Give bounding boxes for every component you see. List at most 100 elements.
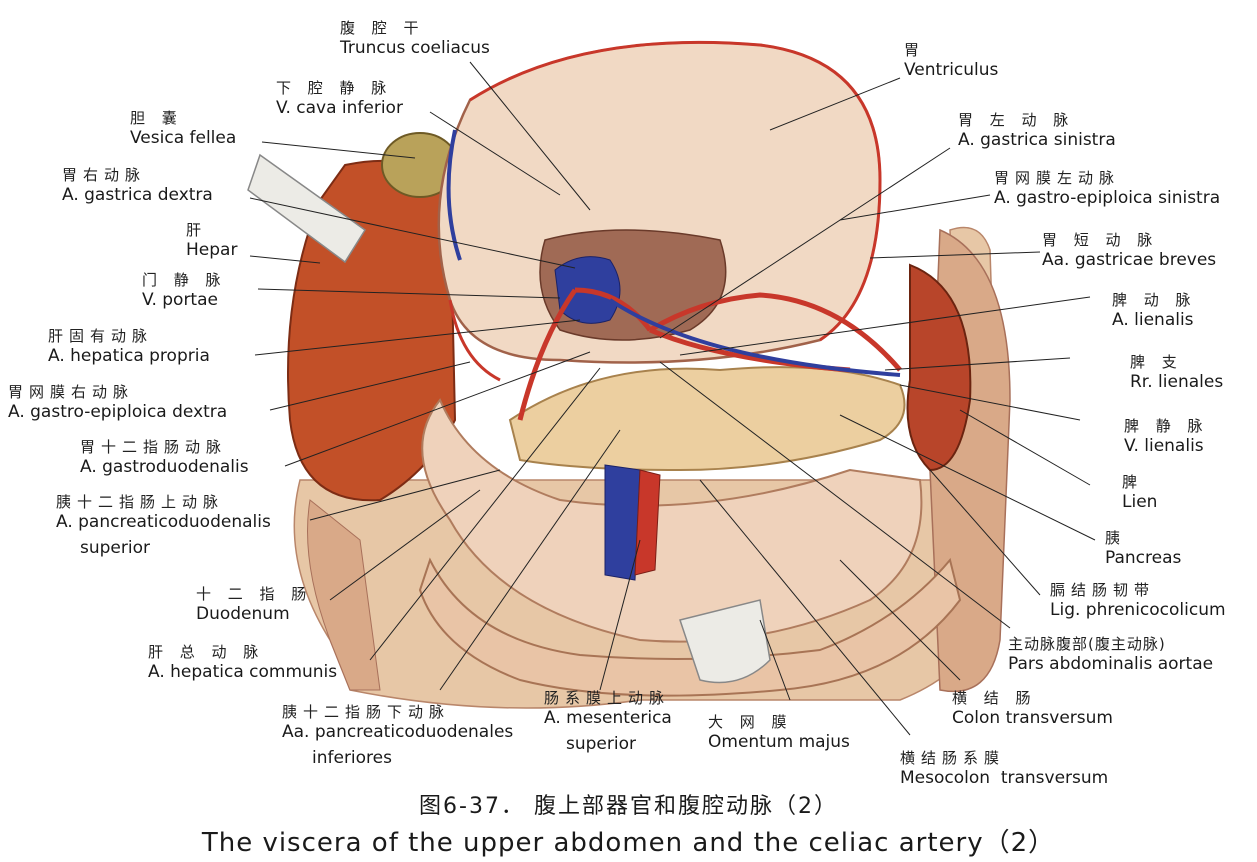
label-la: A. gastro-epiploica dextra	[8, 402, 228, 422]
label-pancreas: 胰 Pancreas	[1105, 528, 1181, 568]
label-la: Duodenum	[196, 604, 290, 624]
label-la: A. gastroduodenalis	[80, 457, 249, 477]
leader-lines	[249, 61, 1096, 736]
label-zh: 胃 左 动 脉	[958, 111, 1075, 129]
label-gastro-epiploica-sinistra: 胃网膜左动脉 A. gastro-epiploica sinistra	[994, 168, 1220, 208]
label-la: A. gastrica sinistra	[958, 130, 1116, 150]
label-zh: 脾 静 脉	[1124, 417, 1209, 435]
small-intestine	[421, 398, 923, 643]
label-la: A. gastro-epiploica sinistra	[994, 188, 1221, 208]
label-zh: 横 结 肠	[952, 689, 1037, 707]
liver-retractor	[247, 153, 367, 264]
label-zh: 主动脉腹部(腹主动脉)	[1008, 635, 1166, 653]
label-la: Colon transversum	[952, 708, 1113, 728]
label-zh: 下 腔 静 脉	[276, 79, 393, 97]
label-hepatica-propria: 肝固有动脉 A. hepatica propria	[48, 326, 210, 366]
label-omentum-majus: 大 网 膜 Omentum majus	[708, 712, 850, 752]
vena-cava	[446, 129, 462, 261]
label-la: Vesica fellea	[130, 128, 237, 148]
label-duodenum: 十 二 指 肠 Duodenum	[196, 584, 312, 624]
label-zh: 胃网膜右动脉	[8, 383, 135, 401]
omentum-retractor	[679, 599, 771, 684]
label-la: Ventriculus	[904, 60, 999, 80]
label-lien: 脾 Lien	[1122, 472, 1157, 512]
label-zh: 腹 腔 干	[340, 19, 425, 37]
label-la: A. pancreaticoduodenalis	[56, 512, 271, 532]
label-zh: 胰十二指肠下动脉	[282, 703, 451, 721]
label-a-lienalis: 脾 动 脉 A. lienalis	[1112, 290, 1197, 330]
label-zh: 胃右动脉	[62, 166, 147, 184]
superior-mesenteric-vessels	[604, 464, 641, 581]
label-gastrica-sinistra: 胃 左 动 脉 A. gastrica sinistra	[958, 110, 1116, 150]
label-zh: 胰	[1105, 529, 1127, 547]
label-zh: 脾 支	[1130, 353, 1183, 371]
label-zh: 肝 总 动 脉	[148, 643, 265, 661]
label-gastro-epiploica-dextra: 胃网膜右动脉 A. gastro-epiploica dextra	[8, 382, 227, 422]
label-zh: 肝	[186, 221, 208, 239]
label-lig-phrenicocolicum: 膈结肠韧带 Lig. phrenicocolicum	[1050, 580, 1226, 620]
label-rr-lienales: 脾 支 Rr. lienales	[1130, 352, 1223, 392]
label-la-line2: inferiores	[312, 748, 392, 768]
label-zh: 肝固有动脉	[48, 327, 154, 345]
label-vena-cava: 下 腔 静 脉 V. cava inferior	[276, 78, 403, 118]
label-zh: 十 二 指 肠	[196, 585, 313, 603]
label-la-line2: superior	[80, 538, 150, 558]
label-zh: 膈结肠韧带	[1050, 581, 1156, 599]
label-la: Pars abdominalis aortae	[1008, 654, 1214, 674]
gastric-arcade-artery	[448, 40, 882, 382]
label-zh: 胃十二指肠动脉	[80, 438, 228, 456]
label-la: A. hepatica propria	[48, 346, 210, 366]
label-la: Omentum majus	[708, 732, 850, 752]
label-zh: 胰十二指肠上动脉	[56, 493, 225, 511]
label-la-line2: superior	[566, 734, 636, 754]
celiac-artery-branches	[517, 287, 902, 421]
pancreas	[508, 366, 906, 472]
label-la: Mesocolon transversum	[900, 768, 1109, 788]
label-la: V. portae	[142, 290, 218, 310]
label-pars-abdominalis-aortae: 主动脉腹部(腹主动脉) Pars abdominalis aortae	[1008, 634, 1213, 674]
label-colon-transversum: 横 结 肠 Colon transversum	[952, 688, 1113, 728]
label-la: A. hepatica communis	[148, 662, 338, 682]
label-mesocolon-transversum: 横结肠系膜 Mesocolon transversum	[900, 748, 1108, 788]
label-zh: 胃网膜左动脉	[994, 169, 1121, 187]
label-zh: 门 静 脉	[142, 271, 227, 289]
transverse-colon	[418, 557, 962, 697]
label-la: A. mesenterica	[544, 708, 672, 728]
label-zh: 脾 动 脉	[1112, 291, 1197, 309]
label-la: Lien	[1122, 492, 1158, 512]
superior-mesenteric-artery	[634, 469, 661, 576]
label-zh: 肠系膜上动脉	[544, 689, 671, 707]
label-hepar: 肝 Hepar	[186, 220, 237, 260]
label-la: Pancreas	[1105, 548, 1182, 568]
label-gastroduodenalis: 胃十二指肠动脉 A. gastroduodenalis	[80, 437, 249, 477]
label-pancreaticoduodenalis-superior: 胰十二指肠上动脉 A. pancreaticoduodenalis superi…	[56, 492, 271, 558]
left-side-wall	[307, 499, 381, 691]
label-v-portae: 门 静 脉 V. portae	[142, 270, 227, 310]
label-la: A. gastrica dextra	[62, 185, 213, 205]
label-gastricae-breves: 胃 短 动 脉 Aa. gastricae breves	[1042, 230, 1216, 270]
label-la: V. lienalis	[1124, 436, 1204, 456]
label-v-lienalis: 脾 静 脉 V. lienalis	[1124, 416, 1209, 456]
label-zh: 横结肠系膜	[900, 749, 1006, 767]
label-zh: 胃 短 动 脉	[1042, 231, 1159, 249]
label-la: Hepar	[186, 240, 238, 260]
label-la: A. lienalis	[1112, 310, 1194, 330]
label-la: V. cava inferior	[276, 98, 403, 118]
label-gastrica-dextra: 胃右动脉 A. gastrica dextra	[62, 165, 213, 205]
label-mesenterica-superior: 肠系膜上动脉 A. mesenterica superior	[544, 688, 672, 754]
label-vesica-fellea: 胆 囊 Vesica fellea	[130, 108, 236, 148]
label-zh: 胆 囊	[130, 109, 183, 127]
label-hepatica-communis: 肝 总 动 脉 A. hepatica communis	[148, 642, 337, 682]
label-la: Lig. phrenicocolicum	[1050, 600, 1226, 620]
label-truncus-coeliacus: 腹 腔 干 Truncus coeliacus	[340, 18, 490, 58]
label-la: Rr. lienales	[1130, 372, 1224, 392]
label-la: Truncus coeliacus	[340, 38, 490, 58]
label-zh: 大 网 膜	[708, 713, 793, 731]
label-pancreaticoduodenales-inferiores: 胰十二指肠下动脉 Aa. pancreaticoduodenales infer…	[282, 702, 513, 768]
label-la: Aa. gastricae breves	[1042, 250, 1217, 270]
figure-caption-en: The viscera of the upper abdomen and the…	[201, 828, 1056, 858]
figure-caption-zh: 图6-37． 腹上部器官和腹腔动脉（2）	[419, 794, 838, 819]
label-la: Aa. pancreaticoduodenales	[282, 722, 514, 742]
